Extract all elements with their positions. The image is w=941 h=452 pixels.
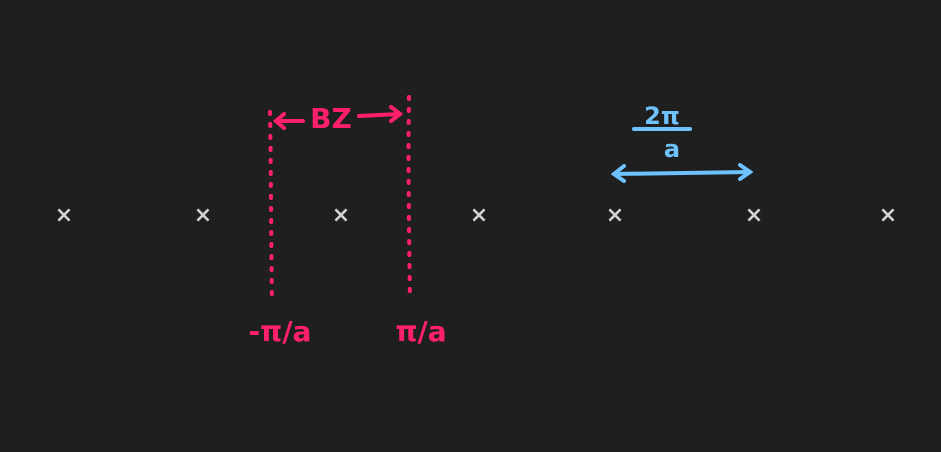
lattice-point: × bbox=[606, 203, 624, 228]
reciprocal-spacing: 2π a bbox=[610, 102, 754, 183]
lattice-point: × bbox=[194, 203, 212, 228]
bz-left-boundary-label: -π/a bbox=[249, 315, 312, 348]
spacing-numerator: 2π bbox=[644, 102, 680, 130]
bz-right-boundary bbox=[406, 95, 412, 302]
lattice-points: × × × × × × × bbox=[55, 203, 897, 228]
brillouin-zone: BZ -π/a π/a bbox=[249, 95, 447, 348]
spacing-arrow-right-head bbox=[738, 163, 754, 181]
spacing-arrow-shaft bbox=[612, 170, 752, 176]
bz-arrow-right-shaft bbox=[357, 112, 402, 118]
lattice-point: × bbox=[745, 203, 763, 228]
lattice-point: × bbox=[470, 203, 488, 228]
bz-label: BZ bbox=[310, 102, 352, 135]
bz-arrow-right-head bbox=[389, 105, 404, 123]
lattice-point: × bbox=[879, 203, 897, 228]
bz-right-boundary-label: π/a bbox=[395, 315, 446, 348]
bz-arrow-left-head bbox=[272, 112, 286, 130]
lattice-point: × bbox=[332, 203, 350, 228]
spacing-arrow-left-head bbox=[610, 164, 626, 183]
spacing-denominator: a bbox=[664, 135, 680, 163]
bz-left-boundary bbox=[268, 110, 274, 303]
lattice-point: × bbox=[55, 203, 73, 228]
